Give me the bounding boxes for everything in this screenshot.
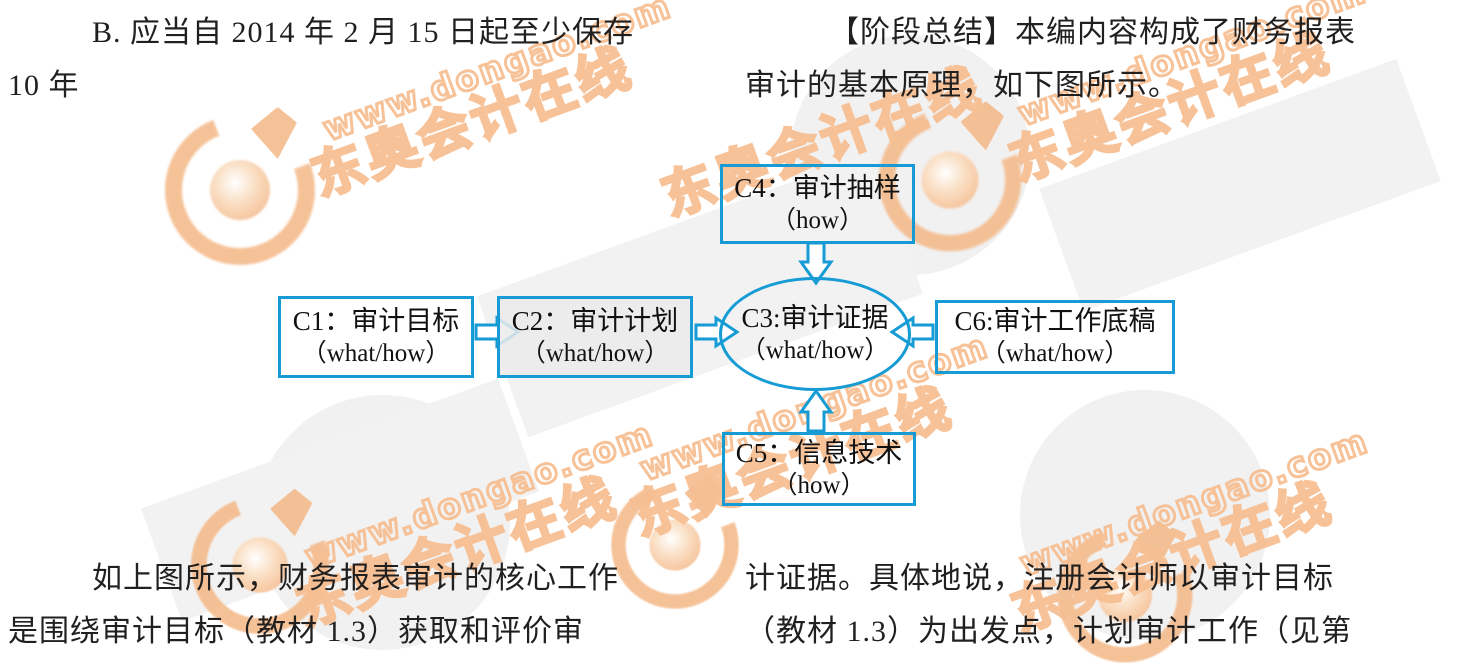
node-title: C3:审计证据 bbox=[741, 302, 889, 333]
text-line: 是围绕审计目标（教材 1.3）获取和评价审 bbox=[8, 615, 584, 648]
text-line: 如上图所示，财务报表审计的核心工作 bbox=[92, 562, 619, 595]
diagram-node-c4[interactable]: C4：审计抽样 （how） bbox=[720, 164, 915, 244]
node-subtitle: （how） bbox=[772, 471, 866, 499]
text-line: 10 年 bbox=[8, 69, 80, 102]
node-subtitle: （what/how） bbox=[520, 339, 670, 367]
node-title: C1：审计目标 bbox=[292, 305, 460, 336]
node-title: C5：信息技术 bbox=[735, 437, 903, 468]
text-block-left-bottom: 如上图所示，财务报表审计的核心工作 是围绕审计目标（教材 1.3）获取和评价审 bbox=[8, 552, 708, 658]
text-block-right-bottom: 计证据。具体地说，注册会计师以审计目标 （教材 1.3）为出发点，计划审计工作（… bbox=[745, 552, 1445, 658]
node-subtitle: （what/how） bbox=[301, 339, 451, 367]
text-block-left-top: B. 应当自 2014 年 2 月 15 日起至少保存 10 年 bbox=[8, 6, 708, 112]
text-line: B. 应当自 2014 年 2 月 15 日起至少保存 bbox=[92, 16, 635, 49]
node-title: C4：审计抽样 bbox=[734, 172, 901, 203]
node-title: C2：审计计划 bbox=[511, 305, 679, 336]
node-subtitle: （what/how） bbox=[740, 336, 890, 364]
diagram-node-c2[interactable]: C2：审计计划 （what/how） bbox=[497, 296, 693, 378]
brand-logo-icon bbox=[140, 90, 340, 290]
diagram-node-c3[interactable]: C3:审计证据 （what/how） bbox=[719, 277, 911, 391]
node-title: C6:审计工作底稿 bbox=[954, 305, 1156, 336]
text-line: 审计的基本原理，如下图所示。 bbox=[745, 69, 1179, 102]
node-subtitle: （how） bbox=[770, 206, 865, 234]
text-line: 【阶段总结】本编内容构成了财务报表 bbox=[829, 16, 1356, 49]
node-subtitle: （what/how） bbox=[980, 339, 1130, 367]
arrow-c5-to-c3 bbox=[798, 388, 834, 433]
text-line: 计证据。具体地说，注册会计师以审计目标 bbox=[745, 562, 1334, 595]
text-line: （教材 1.3）为出发点，计划审计工作（见第 bbox=[745, 615, 1352, 648]
diagram-node-c6[interactable]: C6:审计工作底稿 （what/how） bbox=[935, 300, 1175, 374]
diagram-node-c5[interactable]: C5：信息技术 （how） bbox=[722, 432, 916, 506]
text-block-right-top: 【阶段总结】本编内容构成了财务报表 审计的基本原理，如下图所示。 bbox=[745, 6, 1445, 112]
diagram-node-c1[interactable]: C1：审计目标 （what/how） bbox=[278, 296, 474, 378]
